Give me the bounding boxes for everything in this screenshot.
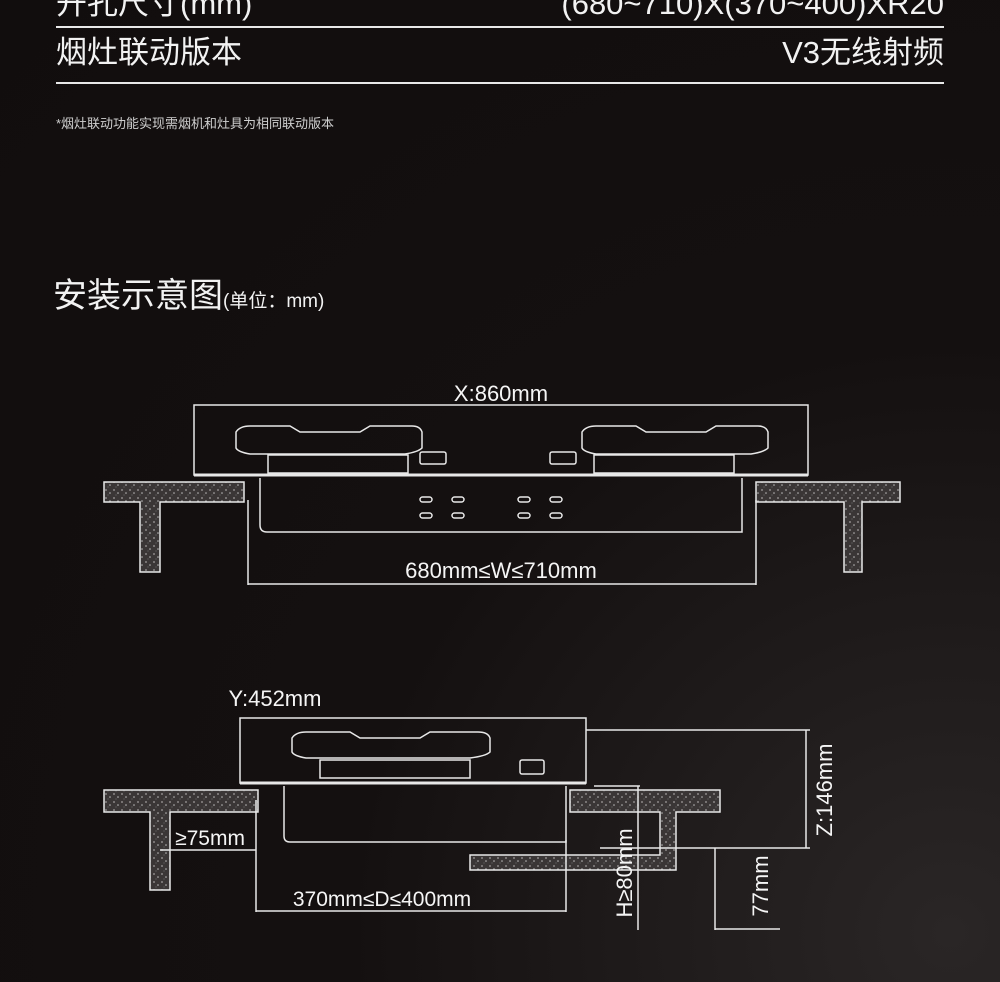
divider [56,26,944,28]
width-label: X:860mm [454,381,548,406]
body-height-label: 77mm [748,855,773,916]
unit-text: (单位：mm) [223,291,325,312]
clearance-label: H≥80mm [612,828,637,917]
spec-label: 烟灶联动版本 [56,35,242,70]
cutout-depth-label: 370mm≤D≤400mm [293,888,471,911]
footnote: *烟灶联动功能实现需烟机和灶具为相同联动版本 [56,116,335,131]
title-text: 安装示意图 [53,277,223,315]
divider [56,82,944,84]
spec-value: (680~710)X(370~400)XR20 [561,0,944,21]
section-title: 安装示意图(单位：mm) [53,268,324,317]
height-label: Z:146mm [812,744,837,837]
cutout-width-label: 680mm≤W≤710mm [405,558,597,583]
spec-value: V3无线射频 [782,35,944,70]
depth-label: Y:452mm [229,686,322,711]
spec-label: 开孔尺寸(mm) [56,0,253,21]
side-view [103,717,810,930]
edge-distance-label: ≥75mm [175,827,245,850]
vent-slots [419,496,563,519]
front-view [103,404,901,585]
